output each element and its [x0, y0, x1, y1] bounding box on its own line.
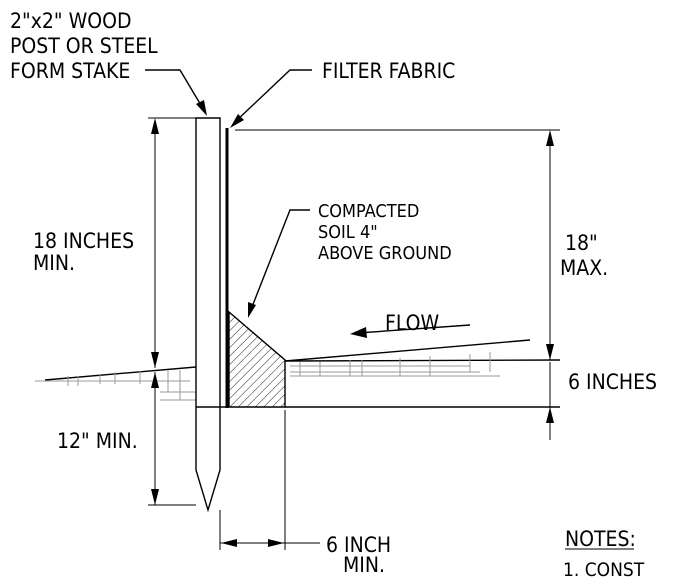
six-inches-depth-dimension [546, 362, 554, 440]
compacted-soil-wedge [228, 310, 286, 408]
wood-post [195, 117, 221, 513]
twelve-min-label: 12" MIN. [57, 429, 138, 453]
note-1-text: 1. CONST [563, 559, 645, 577]
flow-label: FLOW [385, 311, 440, 335]
six-inches-label: 6 INCHES [568, 370, 657, 394]
compacted-leader-arrowhead [248, 302, 256, 318]
post-label-line2: POST OR STEEL [10, 34, 158, 58]
notes-heading: NOTES: [565, 527, 636, 551]
compacted-label-line3: ABOVE GROUND [318, 243, 452, 264]
fabric-leader-arrowhead [230, 114, 244, 128]
post-leader [145, 69, 206, 113]
right-dim-label-line1: 18" [565, 231, 598, 255]
filter-fabric-label: FILTER FABRIC [322, 59, 455, 83]
post-label-line1: 2"x2" WOOD [10, 9, 132, 33]
compacted-label-line1: COMPACTED [318, 201, 419, 222]
left-dim-label-line1: 18 INCHES [33, 229, 134, 253]
post-leader-arrowhead [196, 100, 207, 116]
post-label-line3: FORM STAKE [10, 59, 130, 83]
right-18-inch-dimension [235, 129, 560, 360]
left-dim-label-line2: MIN. [33, 251, 75, 275]
six-inch-label-line1: 6 INCH [326, 533, 391, 557]
right-dim-label-line2: MAX. [560, 256, 608, 280]
left-18-inch-dimension [148, 117, 196, 368]
six-inch-width-dimension [219, 410, 320, 550]
six-inch-label-line2: MIN. [343, 553, 385, 577]
fabric-leader [234, 69, 312, 123]
grass-texture [35, 352, 500, 401]
compacted-label-line2: SOIL 4" [318, 222, 378, 243]
compacted-leader [249, 209, 310, 313]
ground-surface [35, 339, 561, 408]
flow-arrow [350, 324, 471, 338]
twelve-inch-dimension [148, 372, 196, 506]
